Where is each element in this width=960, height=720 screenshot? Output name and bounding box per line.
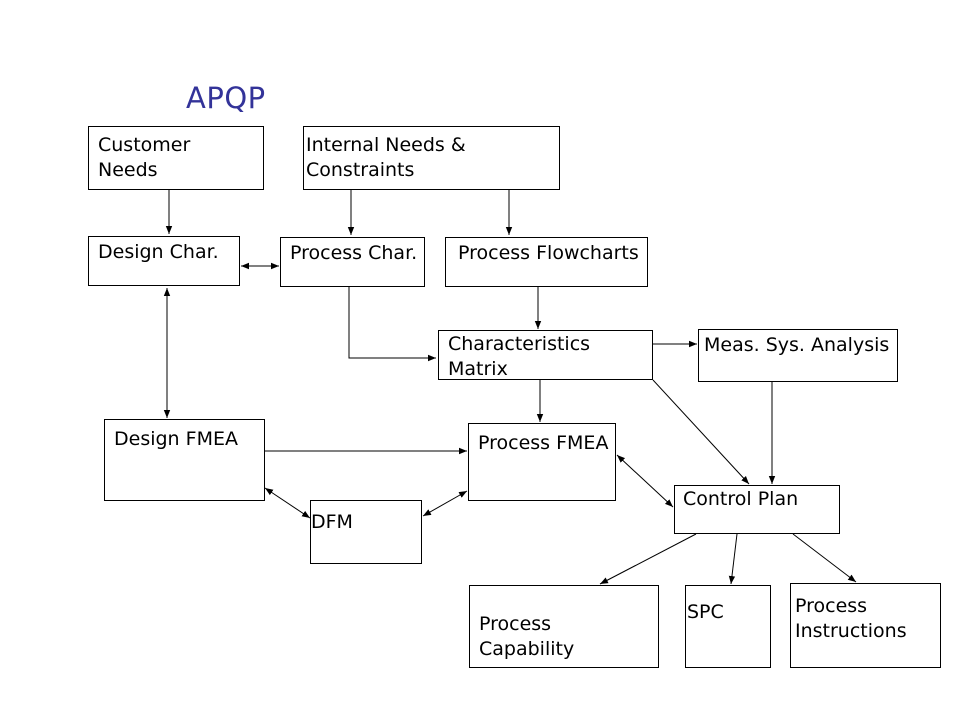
node-internal-needs-constraints: Internal Needs & Constraints (303, 126, 560, 190)
edge-process-fmea-control-plan (616, 454, 674, 508)
edge-design-fmea-dfm (264, 487, 311, 519)
diagram-title: APQP (186, 81, 266, 115)
node-dfm: DFM (310, 500, 422, 564)
edge-control-plan-to-spc (728, 533, 738, 585)
node-process-instructions: Process Instructions (790, 583, 941, 668)
edge-dfm-process-fmea (422, 490, 468, 517)
edge-characteristics-matrix-to-control-plan (652, 379, 750, 485)
node-customer-needs: Customer Needs (88, 126, 264, 190)
node-characteristics-matrix: Characteristics Matrix (438, 330, 653, 380)
node-process-flowcharts: Process Flowcharts (445, 237, 648, 287)
edge-control-plan-to-process-capability (599, 533, 697, 585)
node-design-char: Design Char. (88, 236, 240, 286)
node-process-capability: Process Capability (469, 585, 659, 668)
node-process-char: Process Char. (280, 237, 425, 287)
node-control-plan: Control Plan (674, 485, 840, 534)
node-spc: SPC (685, 585, 771, 668)
edge-process-char-to-characteristics-matrix (348, 287, 436, 362)
node-process-fmea: Process FMEA (468, 423, 616, 501)
node-meas-sys-analysis: Meas. Sys. Analysis (698, 329, 898, 382)
edge-control-plan-to-process-instructions (792, 533, 857, 583)
node-design-fmea: Design FMEA (104, 419, 265, 501)
